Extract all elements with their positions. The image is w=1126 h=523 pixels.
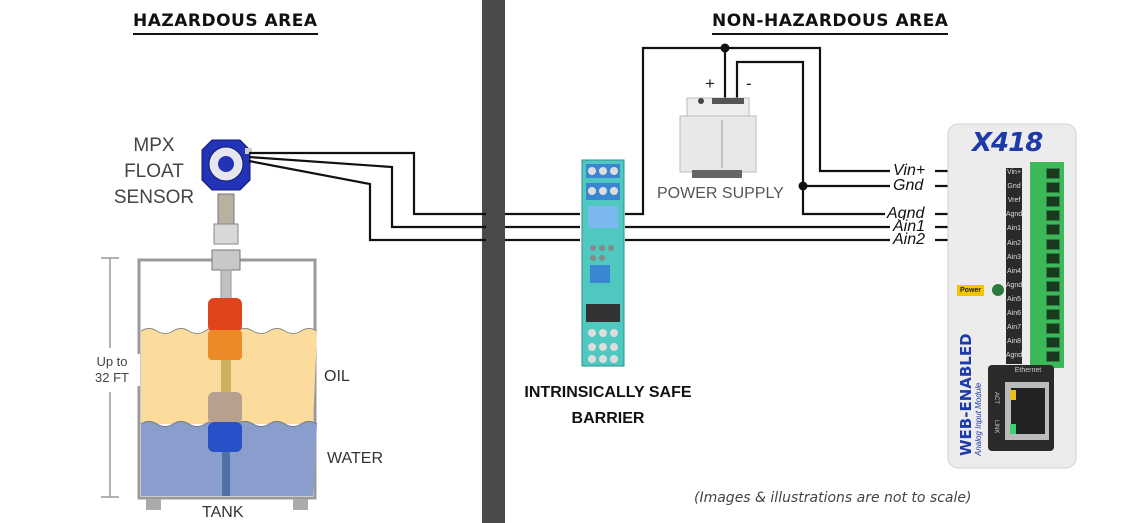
power-led-label: Power (957, 285, 985, 296)
probe-stem-mid (221, 360, 231, 394)
link-label: LINK (993, 420, 999, 434)
footnote: (Images & illustrations are not to scale… (694, 490, 972, 506)
terminal-label: Agnd (1005, 352, 1023, 360)
tank-height-dimension (101, 257, 119, 498)
area-divider-wall (482, 0, 505, 523)
terminal-label: Vin+ (1006, 169, 1022, 176)
terminal-label: Ain6 (1006, 310, 1021, 317)
terminal-screw (1046, 182, 1060, 194)
terminal-label: Ain2 (1006, 239, 1021, 247)
web-enabled-text: WEB-ENABLED (957, 333, 975, 456)
barrier-label-line: INTRINSICALLY SAFE (524, 384, 692, 401)
power-plus-sign: + (705, 74, 715, 93)
probe-coupling (213, 223, 239, 245)
signal-label-agnd: Agnd (885, 205, 927, 222)
terminal-label: Ain8 (1006, 338, 1021, 346)
tank-foot-left (146, 499, 161, 510)
act-label: ACT (993, 392, 999, 404)
terminal-label-strip (1006, 168, 1022, 364)
sensor-head (201, 139, 252, 191)
terminal-screw (1046, 280, 1060, 292)
sensor-label: MPX FLOAT SENSOR (104, 133, 204, 211)
terminal-screw (1046, 294, 1060, 306)
terminal-label: Ain1 (1006, 225, 1021, 233)
interface-float-submerged (208, 422, 242, 452)
top-float (208, 298, 242, 332)
terminal-label: Ain3 (1006, 253, 1021, 261)
terminal-label: Agnd (1005, 211, 1023, 219)
terminal-screw (1046, 323, 1060, 335)
terminal-label: Vref (1007, 197, 1021, 205)
module-type-text: Analog Input Module (974, 382, 983, 456)
junction-dot-gnd (798, 181, 808, 191)
signal-label-vin: Vin+ (891, 162, 928, 179)
terminal-screw (1046, 224, 1060, 236)
probe-fitting (217, 193, 235, 225)
probe-stem-bottom (222, 452, 230, 496)
top-float-submerged (208, 330, 242, 360)
float-sensor-probe (208, 193, 242, 496)
terminal-label: Gnd (1007, 183, 1021, 191)
barrier-label-line: BARRIER (571, 410, 645, 427)
probe-stem-top (220, 269, 232, 301)
terminal-screw (1046, 351, 1060, 363)
oil-label: OIL (324, 368, 350, 385)
non-hazardous-area-title: NON-HAZARDOUS AREA (712, 11, 949, 35)
sensor-label-line: MPX (133, 135, 175, 156)
tank-height-label: Up to 32 FT (84, 354, 140, 386)
terminal-screw (1046, 309, 1060, 320)
sensor-wires (248, 151, 486, 242)
tank-height-line: Up to (96, 354, 128, 369)
water-label: WATER (327, 450, 383, 467)
power-minus-sign: - (746, 74, 752, 93)
tank-height-line: 32 FT (95, 370, 129, 385)
x418-logo: X418 (972, 128, 1043, 158)
junction-dot-top (720, 43, 730, 53)
tank-foot-right (293, 499, 308, 510)
terminal-screw (1046, 210, 1060, 222)
barrier-module (581, 159, 625, 367)
terminal-label: Agnd (1005, 281, 1023, 289)
terminal-screw (1046, 168, 1060, 179)
barrier-label: INTRINSICALLY SAFE BARRIER (508, 380, 708, 432)
signal-label-ain2: Ain2 (891, 231, 928, 248)
signal-label-gnd: Gnd (891, 177, 926, 194)
interface-float (208, 392, 242, 424)
power-supply-unit (679, 97, 757, 178)
terminal-screw (1046, 252, 1060, 264)
power-led (992, 284, 1004, 296)
device-brand: WEB-ENABLED Analog Input Module (957, 333, 984, 456)
sensor-label-line: SENSOR (113, 187, 195, 208)
power-supply-label: POWER SUPPLY (657, 185, 784, 202)
tank-label: TANK (202, 504, 244, 521)
terminal-screw (1046, 238, 1060, 250)
ethernet-label: Ethernet (1014, 367, 1042, 374)
hazardous-area-title: HAZARDOUS AREA (133, 11, 318, 35)
probe-nut (211, 249, 241, 271)
terminal-label: Ain7 (1006, 324, 1021, 332)
terminal-label: Ain5 (1006, 295, 1021, 303)
terminal-screw (1046, 266, 1060, 278)
terminal-screw (1046, 337, 1060, 349)
signal-label-ain1: Ain1 (891, 218, 928, 235)
terminal-screw (1046, 196, 1060, 208)
terminal-label: Ain4 (1006, 267, 1021, 275)
sensor-label-line: FLOAT (124, 161, 184, 182)
